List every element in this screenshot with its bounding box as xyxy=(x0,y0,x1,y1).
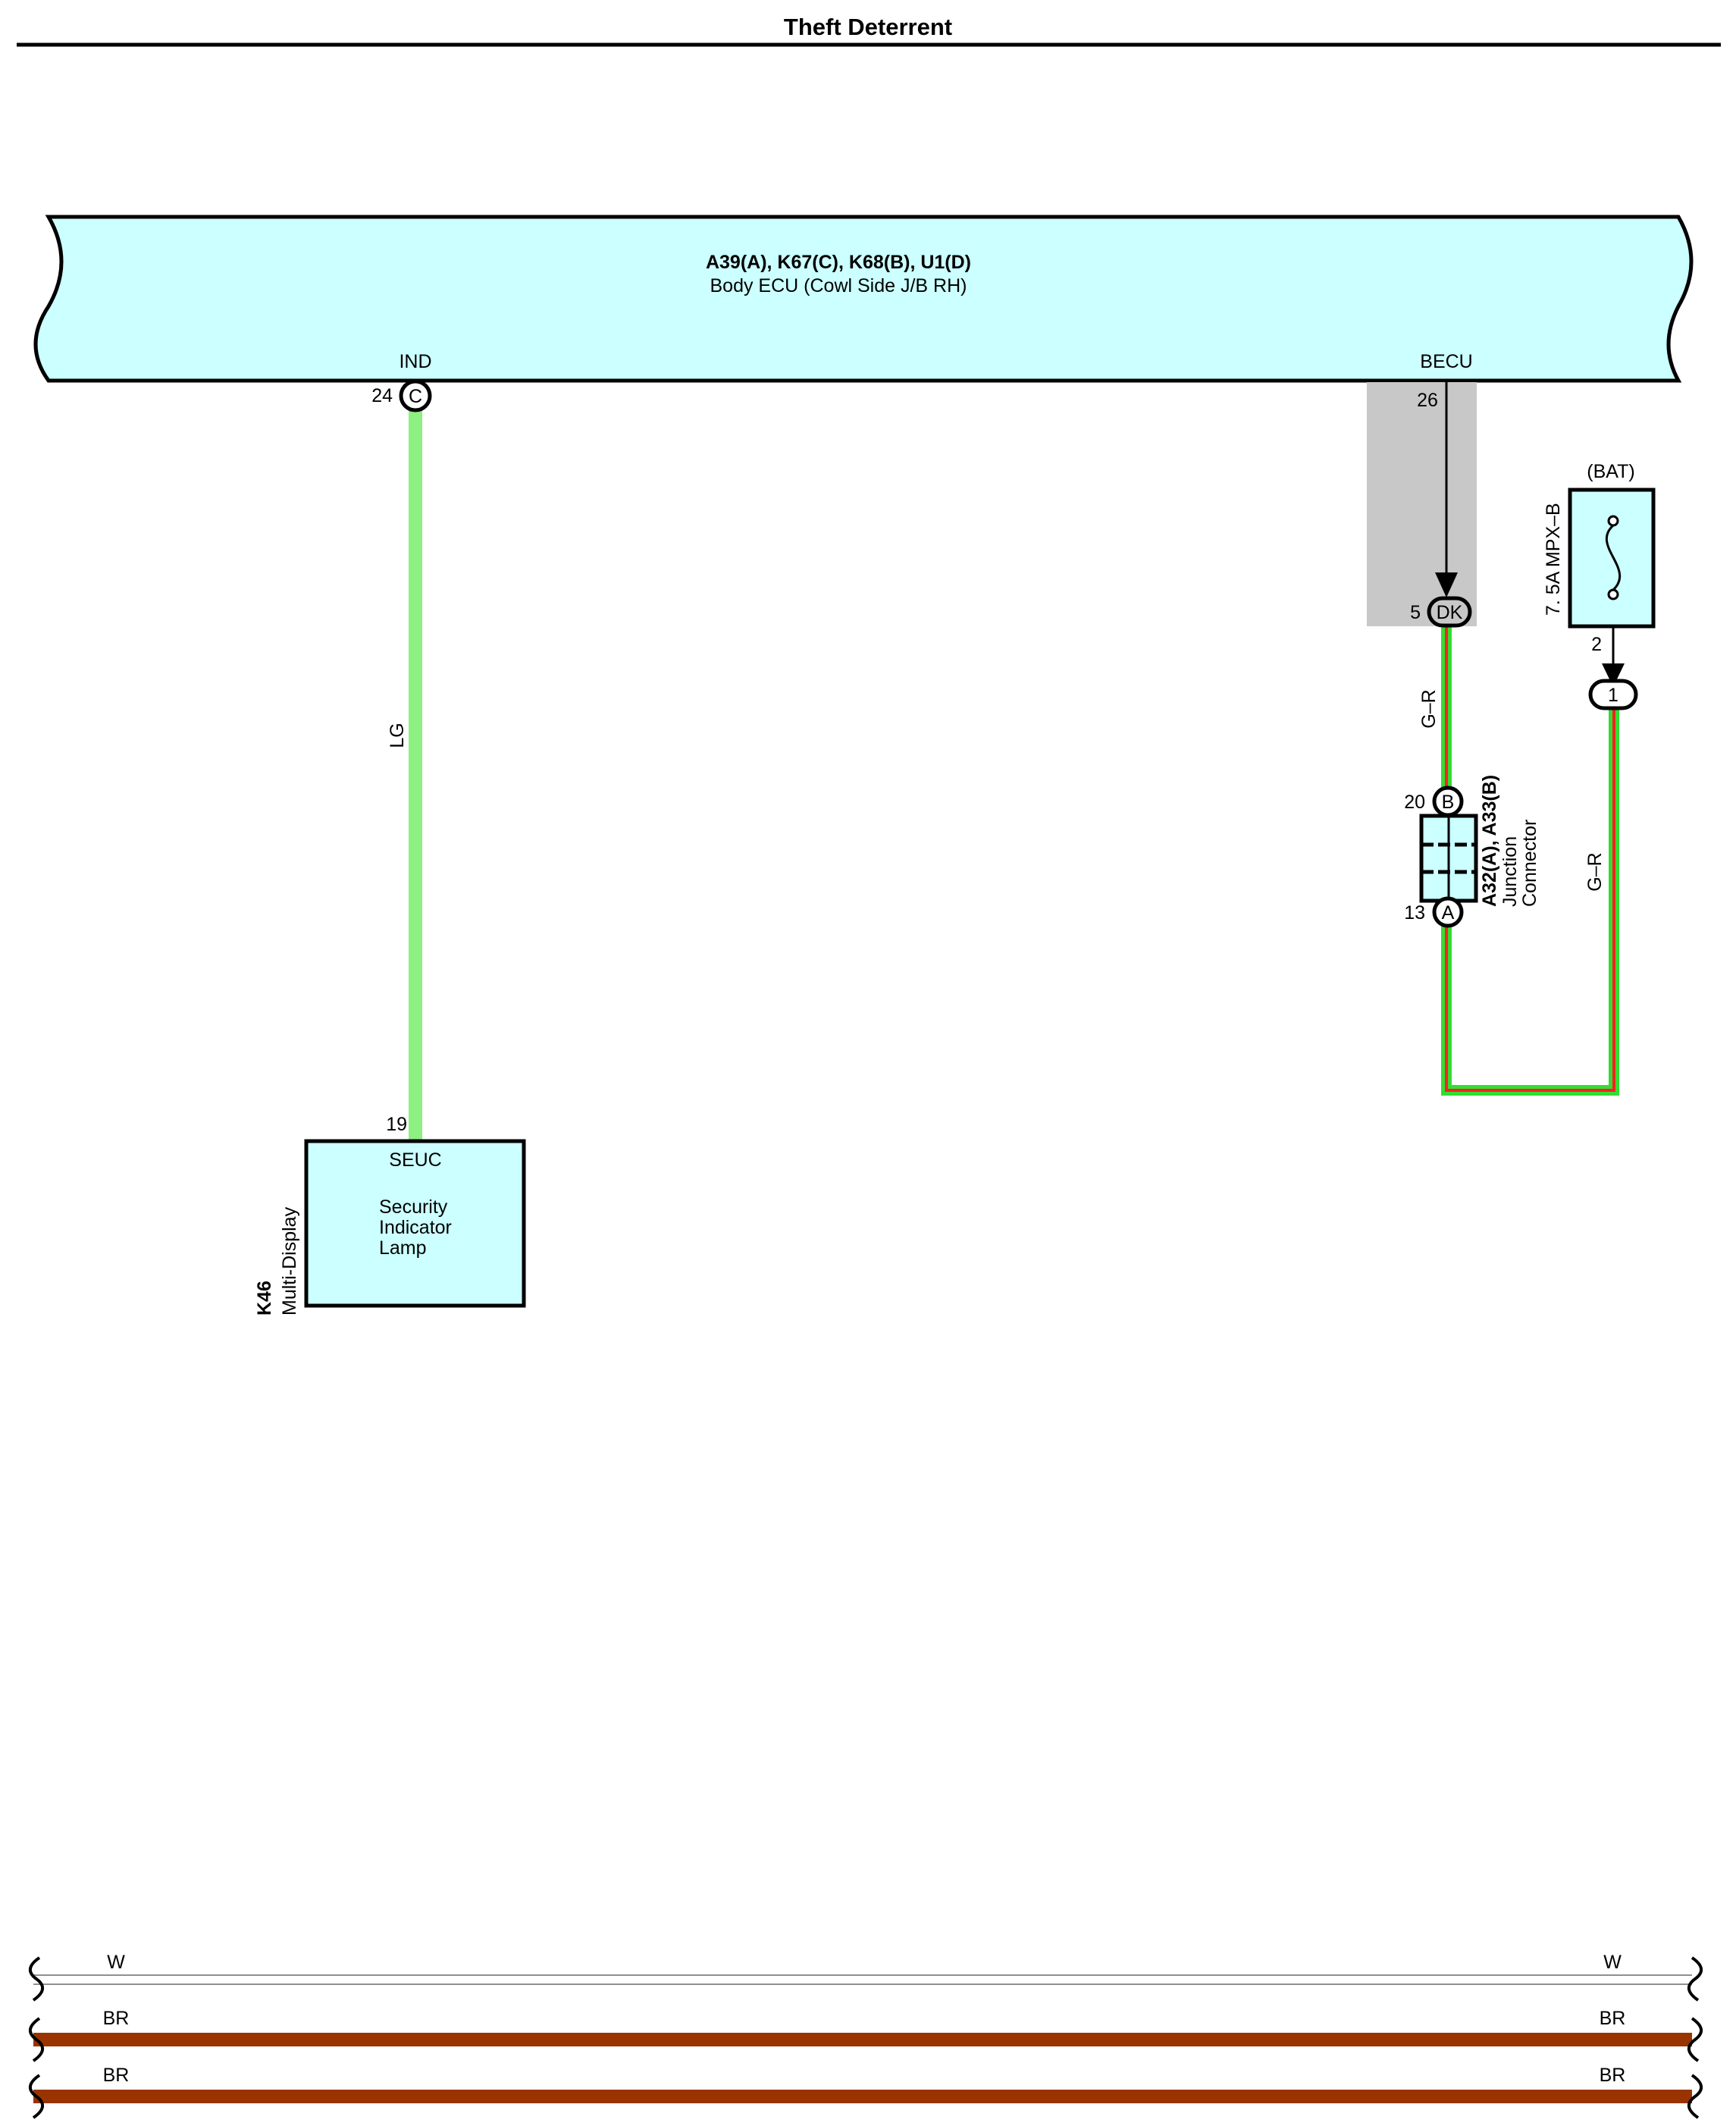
connector-dk-label: DK xyxy=(1437,602,1463,623)
wire-gr-left-label: G–R xyxy=(1418,689,1440,728)
junction-connector-top xyxy=(1432,786,1464,817)
lamp-line3: Lamp xyxy=(379,1237,427,1259)
fuse-element-icon xyxy=(1605,524,1622,591)
bottom-wire-1-left-label: W xyxy=(107,1952,125,1973)
junction-bottom-letter: A xyxy=(1442,902,1455,924)
pin-becu-number: 26 xyxy=(1417,390,1438,411)
multi-display-code: K46 xyxy=(254,1281,275,1316)
wire-lg-label: LG xyxy=(387,723,408,748)
bottom-wire-2-left-label: BR xyxy=(103,2008,130,2029)
multi-display-name: Multi-Display xyxy=(279,1206,300,1316)
fuse-terminal-bottom xyxy=(1607,588,1619,601)
wire-break-right-2 xyxy=(1687,2017,1703,2062)
pin-becu-label: BECU xyxy=(1420,351,1472,372)
junction-connector-bottom xyxy=(1432,896,1464,928)
body-ecu-block xyxy=(33,215,1694,383)
junction-line1: Junction xyxy=(1499,836,1521,907)
multi-display-terminal: SEUC xyxy=(389,1149,441,1171)
fuse-out-number: 2 xyxy=(1591,634,1602,655)
wire-break-right-1 xyxy=(1687,1956,1703,2002)
wire-break-left-3 xyxy=(29,2074,44,2119)
bottom-wire-1-right-label: W xyxy=(1603,1952,1622,1973)
wire-break-left-2 xyxy=(29,2017,44,2062)
wire-gr-route-stripe xyxy=(1445,625,1615,1092)
junction-top-number: 20 xyxy=(1404,792,1425,813)
fuse-source: (BAT) xyxy=(1587,461,1634,482)
bottom-wire-3-left-label: BR xyxy=(103,2065,130,2086)
fuse-box xyxy=(1568,488,1656,629)
page-title: Theft Deterrent xyxy=(784,14,952,40)
body-ecu-name: Body ECU (Cowl Side J/B RH) xyxy=(710,275,967,296)
fuse-connector-number: 1 xyxy=(1608,685,1618,706)
wire-break-left-1 xyxy=(29,1956,44,2002)
connector-dk-number: 5 xyxy=(1410,602,1421,623)
junction-code: A32(A), A33(B) xyxy=(1479,775,1500,907)
connector-ind-letter: C xyxy=(409,386,422,407)
pin-ind-label: IND xyxy=(399,351,431,372)
fuse-connector xyxy=(1588,679,1638,710)
pin-ind-number: 24 xyxy=(371,385,393,406)
junction-top-letter: B xyxy=(1442,792,1455,813)
connector-ind xyxy=(399,379,432,412)
junction-line2: Connector xyxy=(1519,820,1540,907)
bottom-wire-2-right-label: BR xyxy=(1600,2008,1626,2029)
bottom-wire-3-right-label: BR xyxy=(1600,2065,1626,2086)
lamp-line1: Security xyxy=(379,1196,448,1218)
body-ecu-codes: A39(A), K67(C), K68(B), U1(D) xyxy=(706,252,971,273)
multi-display-box xyxy=(304,1139,526,1308)
becu-arrow xyxy=(1435,572,1458,597)
fuse-arrow xyxy=(1602,663,1625,687)
wire-break-right-3 xyxy=(1687,2074,1703,2119)
lamp-line2: Indicator xyxy=(379,1217,452,1238)
fuse-terminal-top xyxy=(1607,515,1619,527)
connector-dk xyxy=(1427,596,1472,628)
junction-bottom-number: 13 xyxy=(1404,902,1425,924)
multi-display-pin-number: 19 xyxy=(386,1114,407,1135)
shield-area xyxy=(1367,382,1477,626)
wire-gr-right-label: G–R xyxy=(1584,852,1606,891)
fuse-rating: 7. 5A MPX–B xyxy=(1543,503,1564,616)
